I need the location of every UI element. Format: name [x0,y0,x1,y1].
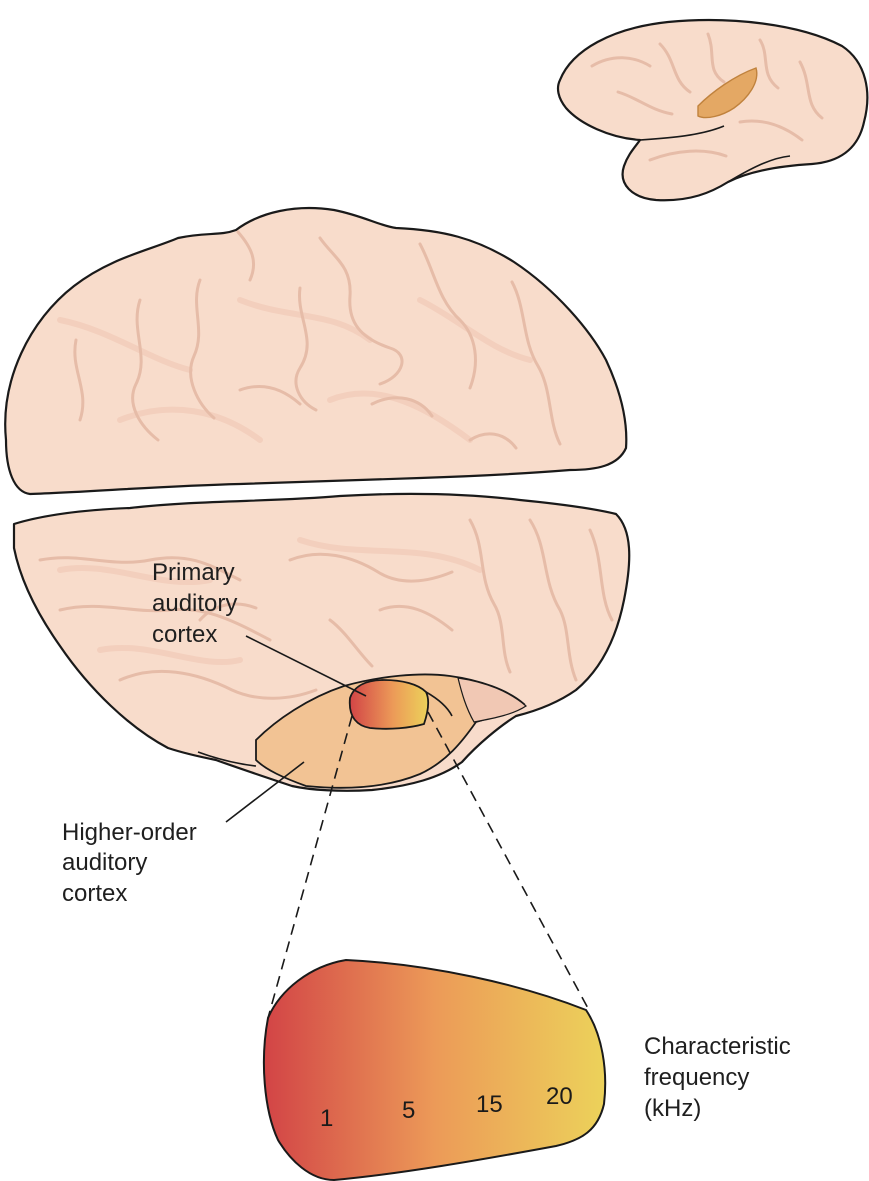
projection-line-left [267,715,353,1019]
higher-order-auditory-cortex-label: Higher-order auditory cortex [62,819,197,907]
characteristic-label-line-3: (kHz) [644,1095,701,1122]
frequency-label-15: 15 [476,1091,503,1118]
characteristic-label-line-2: frequency [644,1064,749,1091]
higher-order-leader-line [225,761,305,823]
upper-hemisphere [4,206,628,496]
frequency-label-1: 1 [320,1105,333,1132]
characteristic-label-line-1: Characteristic [644,1033,791,1060]
characteristic-frequency-label: Characteristic frequency (kHz) [644,1033,791,1122]
tonotopic-map [262,958,607,1181]
primary-auditory-cortex-label: Primary auditory cortex [152,559,237,648]
frequency-label-5: 5 [402,1097,415,1124]
primary-label-line-3: cortex [152,621,217,648]
primary-region-inset [348,679,430,730]
lateral-region [457,677,527,723]
lower-hemisphere [12,492,631,792]
primary-label-line-2: auditory [152,590,237,617]
higher-order-label-line-3: cortex [62,880,127,907]
projection-line-right [427,711,591,1013]
inset-auditory-region [697,67,758,119]
frequency-label-20: 20 [546,1083,573,1110]
primary-leader-line [245,635,367,697]
higher-order-label-line-2: auditory [62,849,147,876]
primary-label-line-1: Primary [152,559,235,586]
higher-order-label-line-1: Higher-order [62,819,197,846]
inset-brain-lateral-view [556,18,869,202]
